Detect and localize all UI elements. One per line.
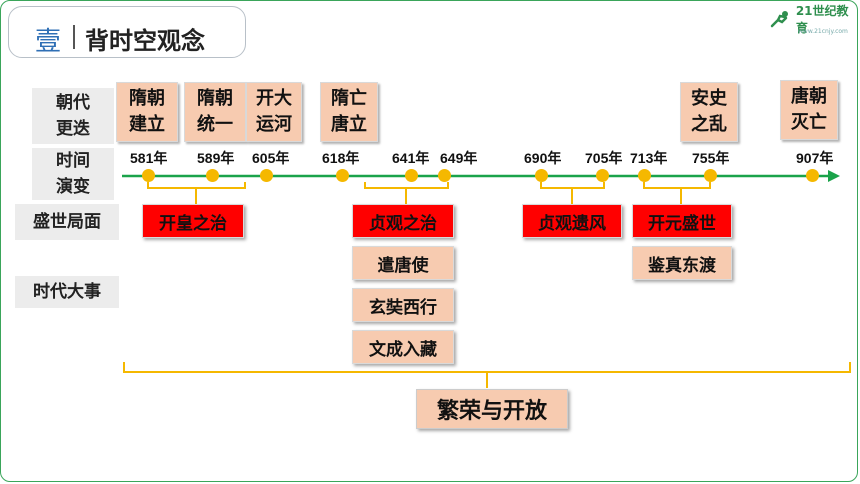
bracket-zhenguan [364,182,449,204]
timeline-dot [336,169,349,182]
event-grand-canal: 开大 运河 [246,82,302,142]
prosperity-kaiyuan: 开元盛世 [632,204,732,238]
timeline-dot [142,169,155,182]
timeline-dot [596,169,609,182]
major-event: 遣唐使 [352,246,454,280]
year-label: 705年 [585,150,623,166]
year-label: 755年 [692,150,730,166]
row-label-dynasty: 朝代 更迭 [32,88,114,144]
section-title: 背时空观念 [85,26,205,55]
section-number: 壹 [35,27,62,57]
timeline-dot [704,169,717,182]
event-an-shi-rebellion: 安史 之乱 [680,82,738,142]
prosperity-zhenguan-yifeng: 贞观遗风 [522,204,622,238]
event-sui-founded: 隋朝 建立 [116,82,178,142]
bracket-overall [123,362,851,388]
bracket-kaiyuan [643,182,711,204]
row-label-prosperity: 盛世局面 [15,204,119,240]
timeline-dot [206,169,219,182]
timeline-dot [806,169,819,182]
timeline-dot [260,169,273,182]
logo-text: 21世纪教育 [795,4,849,35]
year-label: 649年 [440,150,478,166]
year-label: 713年 [630,150,668,166]
event-sui-fall-tang-rise: 隋亡 唐立 [320,82,378,142]
conclusion-box: 繁荣与开放 [416,389,568,429]
year-label: 605年 [252,150,290,166]
event-tang-fall: 唐朝 灭亡 [780,80,838,140]
runner-icon [770,11,788,28]
timeline-arrow [828,170,840,182]
year-label: 618年 [322,150,360,166]
logo-url: www.21cnjy.com [798,28,848,35]
timeline-dot [405,169,418,182]
year-label: 581年 [130,150,168,166]
year-label: 690年 [524,150,562,166]
bracket-kaihuang [147,182,246,204]
header-divider [73,25,75,49]
year-label: 641年 [392,150,430,166]
timeline-dot [438,169,451,182]
row-label-time: 时间 演变 [32,148,114,200]
major-event: 玄奘西行 [352,288,454,322]
year-label: 589年 [197,150,235,166]
major-event: 文成入藏 [352,330,454,364]
year-label: 907年 [796,150,834,166]
prosperity-zhenguan: 贞观之治 [352,204,454,238]
brand-logo: 21世纪教育 [770,4,860,35]
bracket-zhenguan-yifeng [540,182,605,204]
timeline-dot [535,169,548,182]
prosperity-kaihuang: 开皇之治 [142,204,244,238]
timeline-dot [638,169,651,182]
section-header: 壹 背时空观念 [8,6,246,58]
major-event: 鉴真东渡 [632,246,732,280]
event-sui-unified: 隋朝 统一 [184,82,246,142]
row-label-events: 时代大事 [15,276,119,308]
